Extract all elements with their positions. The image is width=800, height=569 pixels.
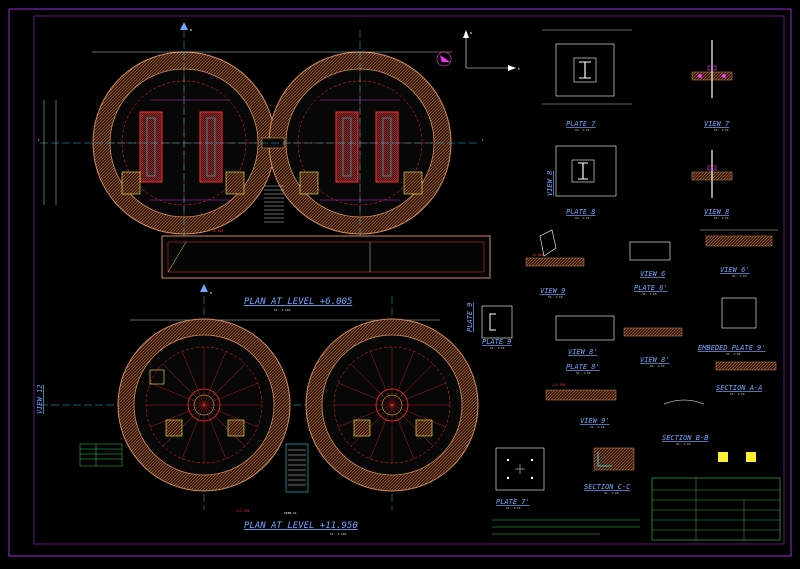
plate-8p-title: PLATE 8': [566, 363, 600, 371]
plan-lower: N VIEW 12 VIEW 11 +11.950 PLAN AT LEVEL …: [36, 284, 480, 536]
view-9p-scale: SC. 1:10: [590, 425, 605, 429]
view-11-label: VIEW 11: [284, 511, 297, 515]
section-aa-title: SECTION A-A: [716, 384, 762, 392]
view-8-title: VIEW 8: [704, 208, 729, 216]
section-bb-scale: SC. 1:10: [676, 442, 691, 446]
embeded-plate-9p-title: EMBEDED PLATE 9': [698, 344, 765, 352]
view-7-detail: VIEW 7 SC. 1:10: [691, 40, 733, 132]
plate-8p-detail: VIEW 8' PLATE 8' SC. 1:10: [555, 315, 615, 375]
view-9-level: +6.005: [532, 253, 544, 257]
sheet-border: [8, 8, 792, 557]
foundation-slab: [161, 235, 491, 279]
view-9p-detail: +11.950 VIEW 9' SC. 1:10: [545, 383, 617, 429]
compass-east: E: [518, 67, 520, 71]
level-tag-lower: +11.950: [236, 509, 250, 513]
view-9p-level: +11.950: [552, 383, 566, 387]
north-arrow-lower-icon: [200, 284, 208, 292]
plate-8p-scale: SC. 1:10: [576, 371, 591, 375]
legend-swatch-1: [718, 452, 728, 462]
embeded-plate-9p-detail: EMBEDED PLATE 9' SC. 1:10: [698, 297, 765, 356]
plate-6p-title: PLATE 6': [634, 284, 668, 292]
section-aa-scale: SC. 1:10: [730, 392, 745, 396]
plan-11950-scale: SC. 1:100: [330, 532, 346, 536]
section-bb-title: SECTION B-B: [662, 434, 708, 442]
view-6-small-title: VIEW 6: [640, 270, 665, 278]
view-8-lower-title: VIEW 8': [640, 356, 670, 364]
view-8-upper-title: VIEW 8': [568, 348, 598, 356]
view-9p-title: VIEW 9': [580, 417, 610, 425]
plate-9-scale: SC. 1:10: [490, 346, 505, 350]
north-label-lower: N: [210, 291, 212, 295]
plan-6005-scale: SC. 1:100: [274, 308, 290, 312]
grid-marker-left: L: [38, 138, 40, 142]
compass-north: N: [470, 31, 472, 35]
embeded-plate-9p-scale: SC. 1:10: [726, 352, 741, 356]
view-6p-title: VIEW 6': [720, 266, 750, 274]
plate-8-scale: SC. 1:10: [575, 216, 590, 220]
view-8-lower-scale: SC. 1:10: [650, 364, 665, 368]
plate-6p-detail: VIEW 6 PLATE 6' SC. 1:10: [629, 241, 671, 296]
plate-8-detail: VIEW 8 PLATE 8 SC. 1:10: [546, 145, 617, 220]
plan-6005-title: PLAN AT LEVEL +6.005: [244, 297, 352, 307]
plate-7-title: PLATE 7: [566, 120, 596, 128]
section-cc-detail: SECTION C-C SC. 1:10: [584, 447, 635, 495]
level-tag-upper: +6.005: [212, 229, 224, 233]
grid-marker-right: L: [482, 138, 484, 142]
section-cc-title: SECTION C-C: [584, 483, 631, 491]
notes-block: [492, 519, 640, 535]
plate-6p-scale: SC. 1:10: [642, 292, 657, 296]
plate-7p-detail: PLATE 7' SC. 1:10: [495, 447, 545, 510]
plan-11950-title: PLAN AT LEVEL +11.950: [244, 521, 358, 531]
title-block: [651, 477, 781, 541]
north-label: N: [190, 28, 192, 32]
plate-9-detail: PLATE 9 PLATE 9 SC. 1:10: [466, 302, 513, 350]
plate-7p-scale: SC. 1:10: [506, 506, 521, 510]
section-cc-scale: SC. 1:10: [604, 491, 619, 495]
plate-7p-title: PLATE 7': [496, 498, 530, 506]
section-aa-detail: SECTION A-A SC. 1:10: [715, 361, 777, 396]
view-6p-detail: VIEW 6' SC. 1:10: [700, 229, 778, 278]
view-7-title: VIEW 7: [704, 120, 730, 128]
view-7-scale: SC. 1:10: [714, 128, 729, 132]
plate-9-vertical-label: PLATE 9: [466, 302, 474, 332]
view-8-lower-detail: VIEW 8' SC. 1:10: [623, 327, 683, 368]
north-arrow-icon: [180, 22, 188, 30]
plate-7-detail: PLATE 7 SC. 1:10: [542, 29, 632, 132]
plate-7-scale: SC. 1:10: [575, 128, 590, 132]
plate-9-title: PLATE 9: [482, 338, 512, 346]
compass-icon: E N: [436, 30, 520, 71]
view-8-detail: VIEW 8 SC. 1:10: [691, 150, 733, 220]
view-12-label: VIEW 12: [36, 384, 44, 414]
view-8-vertical-label: VIEW 8: [546, 171, 554, 196]
inner-border: [33, 15, 785, 545]
view-6p-scale: SC. 1:10: [732, 274, 747, 278]
plan-upper: N L L +6.005 PLAN AT LEVEL +6.005 SC. 1:…: [38, 22, 491, 312]
view-8-scale: SC. 1:10: [714, 216, 729, 220]
view-9-detail: +6.005 VIEW 9 SC. 1:10: [525, 229, 585, 299]
view-9-title: VIEW 9: [540, 287, 565, 295]
view-9-scale: SC. 1:10: [548, 295, 563, 299]
legend-swatch-2: [746, 452, 756, 462]
section-bb-detail: SECTION B-B SC. 1:10: [662, 399, 756, 462]
plate-8-title: PLATE 8: [566, 208, 596, 216]
